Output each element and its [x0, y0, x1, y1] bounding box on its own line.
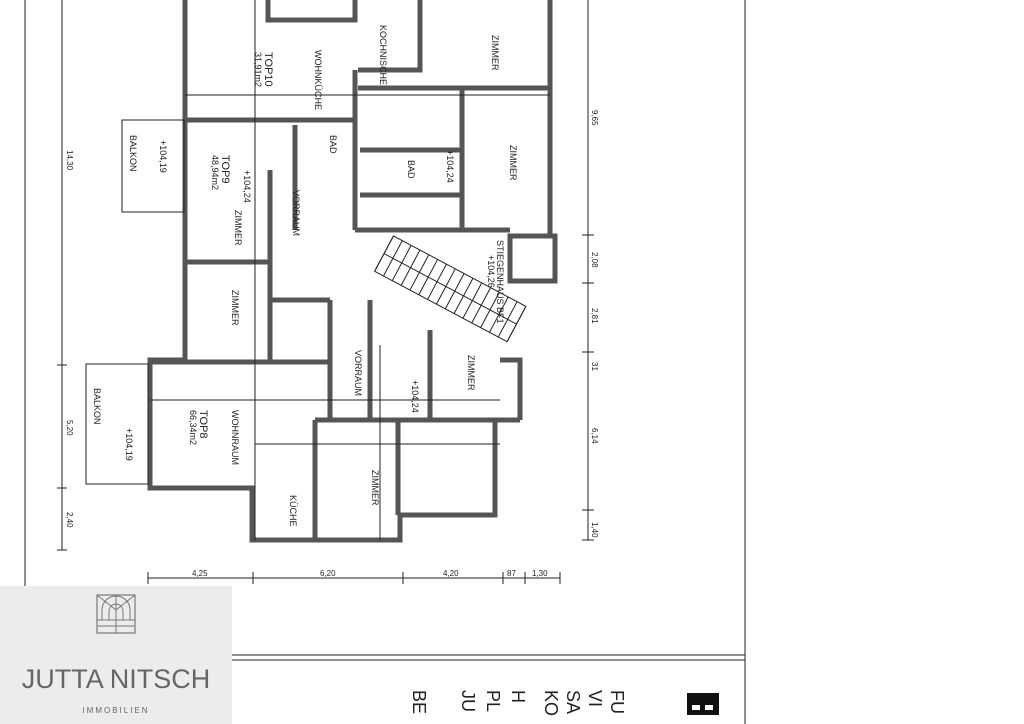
svg-text:WOHNKÜCHE: WOHNKÜCHE	[313, 50, 323, 110]
svg-text:2,81: 2,81	[590, 308, 599, 324]
interior-dimension-lines	[150, 0, 550, 540]
dimension-bottom: 4,25 6,20 4,20 87 1,30	[147, 569, 561, 584]
company-logo: JUTTA NITSCH IMMOBILIEN	[0, 586, 232, 724]
stair-step	[418, 259, 439, 295]
logo-name: JUTTA NITSCH	[21, 664, 211, 694]
svg-text:14,30: 14,30	[65, 150, 74, 171]
room-stiegenhaus: STIEGENHAUS BF1	[495, 240, 505, 324]
svg-text:6,20: 6,20	[320, 569, 336, 578]
svg-text:9,65: 9,65	[590, 110, 599, 126]
stair-step	[453, 277, 474, 314]
svg-text:PL: PL	[483, 690, 503, 712]
window-arch-icon	[96, 594, 136, 634]
room-labels: WOHNKÜCHE KOCHNISCHE ZIMMER ZIMMER ZIMME…	[230, 25, 518, 527]
svg-text:48,94m2: 48,94m2	[210, 155, 220, 190]
stair-step	[383, 240, 403, 277]
balcony-top8	[85, 363, 149, 485]
level-top10: +104,24	[445, 150, 455, 183]
stair-step	[400, 249, 421, 286]
balcony-labels: BALKON +104,19 BALKON +104,19	[92, 135, 168, 461]
svg-text:BE: BE	[409, 690, 429, 714]
svg-text:ZIMMER: ZIMMER	[230, 290, 240, 326]
svg-text:1,40: 1,40	[590, 522, 599, 538]
stair-step	[444, 273, 465, 310]
svg-text:JU: JU	[458, 690, 478, 712]
svg-text:KÜCHE: KÜCHE	[288, 495, 298, 527]
stair-step	[471, 287, 492, 324]
svg-text:WOHNRAUM: WOHNRAUM	[230, 410, 240, 465]
svg-text:4,25: 4,25	[192, 569, 208, 578]
svg-text:ZIMMER: ZIMMER	[233, 210, 243, 246]
svg-text:H: H	[508, 690, 528, 703]
stair-step	[462, 282, 483, 319]
svg-text:ZIMMER: ZIMMER	[508, 145, 518, 181]
level-stair: +104,26	[486, 255, 496, 288]
svg-text:BAD: BAD	[406, 160, 416, 179]
svg-text:BALKON: BALKON	[92, 388, 102, 425]
svg-text:87: 87	[507, 569, 516, 578]
svg-text:+104,24: +104,24	[410, 380, 420, 413]
balcony-top9	[121, 119, 185, 213]
svg-text:TOP10: TOP10	[262, 52, 274, 87]
svg-text:+104,19: +104,19	[124, 428, 134, 461]
unit-label-top9: TOP9 48,94m2 +104,24	[210, 155, 252, 203]
svg-text:4,20: 4,20	[443, 569, 459, 578]
title-block: BE JU PL H KO SA VI FU	[409, 690, 719, 716]
stair-step	[374, 235, 394, 272]
svg-text:31: 31	[590, 362, 599, 371]
stair-step	[436, 268, 456, 305]
svg-text:FU: FU	[607, 690, 627, 714]
logo-subtitle: IMMOBILIEN	[82, 706, 150, 715]
svg-text:VORRAUM: VORRAUM	[291, 190, 301, 236]
svg-text:TOP8: TOP8	[197, 410, 209, 439]
stair-step	[480, 292, 500, 328]
stair-step	[409, 254, 430, 291]
dimension-right: 9,65 2,08 2,81 31 6,14 1,40	[582, 0, 599, 541]
svg-text:2,40: 2,40	[65, 512, 74, 528]
svg-text:5,20: 5,20	[65, 420, 74, 436]
stair-step	[427, 263, 447, 300]
svg-text:VI: VI	[585, 690, 605, 707]
svg-text:+104,19: +104,19	[158, 140, 168, 173]
svg-text:KOCHNISCHE: KOCHNISCHE	[378, 25, 388, 85]
svg-text:TOP9: TOP9	[219, 155, 231, 184]
svg-text:66,34m2: 66,34m2	[188, 410, 198, 445]
svg-text:1,30: 1,30	[532, 569, 548, 578]
svg-text:BALKON: BALKON	[128, 135, 138, 172]
staircase	[373, 235, 527, 343]
svg-text:ZIMMER: ZIMMER	[466, 355, 476, 391]
unit-label-top8: TOP8 66,34m2 +104,24	[188, 380, 420, 445]
svg-text:BAD: BAD	[328, 135, 338, 154]
svg-text:KO: KO	[541, 690, 561, 716]
dimension-left: 14,30 5,20 2,40	[57, 0, 74, 551]
stair-step	[391, 245, 412, 281]
stair-step	[506, 306, 527, 342]
stair-step	[489, 296, 509, 333]
svg-text:ZIMMER: ZIMMER	[370, 470, 380, 506]
svg-text:VORRAUM: VORRAUM	[353, 350, 363, 396]
svg-text:31,91m2: 31,91m2	[253, 52, 263, 87]
stair-step	[497, 301, 518, 338]
svg-text:SA: SA	[563, 690, 583, 714]
svg-text:ZIMMER: ZIMMER	[490, 35, 500, 71]
svg-text:6,14: 6,14	[590, 428, 599, 444]
svg-text:2,08: 2,08	[590, 252, 599, 268]
svg-text:+104,24: +104,24	[242, 170, 252, 203]
walls	[147, 0, 558, 543]
unit-label-top10: TOP10 31,91m2	[253, 52, 274, 87]
